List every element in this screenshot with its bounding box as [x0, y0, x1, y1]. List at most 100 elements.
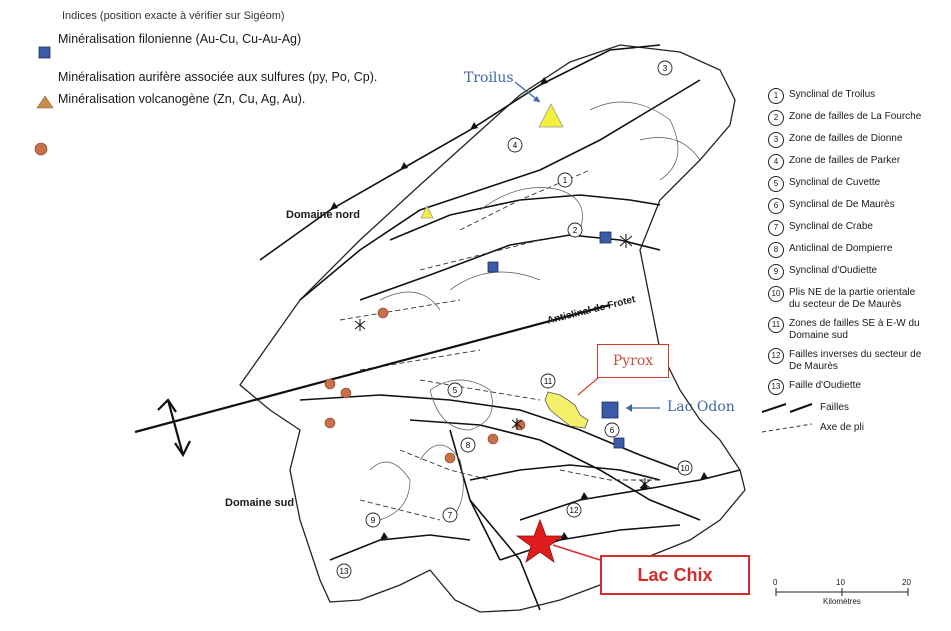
callouts [514, 81, 660, 561]
structure-item-11: 11 Zones de failles SE à E-W du Domaine s… [768, 317, 948, 342]
structure-label: Plis NE de la partie orientale du secteu… [789, 287, 916, 310]
structure-item-6: 6 Synclinal de De Maurès [768, 198, 948, 214]
map-marker-11: 11 [540, 373, 556, 389]
contacts [369, 101, 701, 521]
legend-triangle [36, 95, 54, 109]
map-marker-1: 1 [557, 172, 573, 188]
mineral-squares [487, 231, 625, 449]
map-marker-number: 6 [610, 426, 615, 435]
troilus-label: Troilus [464, 70, 514, 86]
structure-number: 13 [768, 379, 784, 395]
legend-square [38, 46, 51, 59]
domain-north-label: Domaine nord [286, 209, 360, 221]
legend-item-vein: Minéralisation filonienne (Au-Cu, Cu-Au-… [58, 32, 302, 46]
structure-number: 6 [768, 198, 784, 214]
map-marker-5: 5 [447, 382, 463, 398]
scale-tick-20: 20 [902, 578, 911, 587]
lac-chix-star [515, 518, 565, 564]
fault-lines [259, 44, 741, 611]
legend-circle [34, 142, 48, 156]
mineral-triangles [420, 103, 564, 219]
structure-number: 8 [768, 242, 784, 258]
thrust-marks [330, 77, 708, 540]
pyrox-outline [544, 391, 589, 429]
structure-label: Synclinal d'Oudiette [789, 265, 878, 276]
structure-item-8: 8 Anticlinal de Dompierre [768, 242, 948, 258]
map-marker-12: 12 [566, 502, 582, 518]
structure-item-4: 4 Zone de failles de Parker [768, 154, 948, 170]
structure-item-7: 7 Synclinal de Crabe [768, 220, 948, 236]
structure-number: 5 [768, 176, 784, 192]
structure-item-2: 2 Zone de failles de La Fourche [768, 110, 948, 126]
double-arrow [157, 398, 191, 458]
structure-number: 4 [768, 154, 784, 170]
map-marker-number: 7 [448, 511, 453, 520]
scale-unit: Kilomètres [823, 597, 861, 606]
map-marker-number: 4 [513, 141, 518, 150]
map-marker-10: 10 [677, 460, 693, 476]
structure-item-3: 3 Zone de failles de Dionne [768, 132, 948, 148]
fault-legend: Failles Axe de pli [760, 398, 940, 438]
map-marker-8: 8 [460, 437, 476, 453]
map-marker-number: 10 [681, 464, 690, 473]
structure-label: Faille d'Oudiette [789, 380, 861, 391]
fault-legend-faults: Failles [820, 402, 849, 413]
structure-item-13: 13 Faille d'Oudiette [768, 379, 948, 395]
structure-number: 12 [768, 348, 784, 364]
structure-label: Zone de failles de Parker [789, 155, 901, 166]
map-marker-3: 3 [657, 60, 673, 76]
structure-number: 10 [768, 286, 784, 302]
mineralization-legend: Indices (position exacte à vérifier sur … [30, 10, 390, 124]
map-marker-13: 13 [336, 563, 352, 579]
map-outline [239, 44, 746, 613]
map-marker-number: 9 [371, 516, 376, 525]
frotet-anticline [134, 303, 611, 434]
map-marker-number: 13 [340, 567, 349, 576]
pyrox-callout: Pyrox [597, 344, 669, 378]
scale-tick-0: 0 [773, 578, 778, 587]
fault-legend-symbols [761, 403, 813, 433]
structure-label: Anticlinal de Dompierre [789, 243, 893, 254]
structure-number: 1 [768, 88, 784, 104]
fault-legend-fold-axis: Axe de pli [820, 422, 864, 433]
lac-chix-callout: Lac Chix [600, 555, 750, 595]
legend-item-volcanogenic: Minéralisation volcanogène (Zn, Cu, Ag, … [58, 92, 306, 106]
map-marker-number: 12 [570, 506, 579, 515]
structure-number: 11 [768, 317, 784, 333]
legend-item-gold: Minéralisation aurifère associée aux sul… [58, 70, 378, 84]
lac-odon-label: Lac Odon [667, 399, 735, 415]
structure-label: Synclinal de Crabe [789, 221, 873, 232]
map-marker-7: 7 [442, 507, 458, 523]
map-marker-number: 5 [453, 386, 458, 395]
map-marker-number: 2 [573, 226, 578, 235]
structure-label: Zone de failles de La Fourche [789, 111, 922, 122]
structure-item-5: 5 Synclinal de Cuvette [768, 176, 948, 192]
scale-tick-10: 10 [836, 578, 845, 587]
map-marker-4: 4 [507, 137, 523, 153]
map-marker-number: 11 [544, 377, 553, 386]
map-marker-2: 2 [567, 222, 583, 238]
structure-number: 7 [768, 220, 784, 236]
structure-number: 9 [768, 264, 784, 280]
domain-south-label: Domaine sud [225, 497, 295, 509]
map-marker-number: 1 [563, 176, 568, 185]
structure-label: Synclinal de De Maurès [789, 199, 895, 210]
structure-label: Zones de failles SE à E-W du Domaine sud [789, 318, 920, 341]
map-marker-6: 6 [604, 422, 620, 438]
legend-header: Indices (position exacte à vérifier sur … [62, 10, 285, 22]
mineral-circles [324, 307, 526, 464]
structure-label: Synclinal de Cuvette [789, 177, 881, 188]
map-marker-number: 3 [663, 64, 668, 73]
structure-number: 2 [768, 110, 784, 126]
structure-item-9: 9 Synclinal d'Oudiette [768, 264, 948, 280]
map-marker-9: 9 [365, 512, 381, 528]
structure-item-10: 10 Plis NE de la partie orientale du sect… [768, 286, 948, 311]
structure-label: Zone de failles de Dionne [789, 133, 903, 144]
structure-number: 3 [768, 132, 784, 148]
map-marker-number: 8 [466, 441, 471, 450]
